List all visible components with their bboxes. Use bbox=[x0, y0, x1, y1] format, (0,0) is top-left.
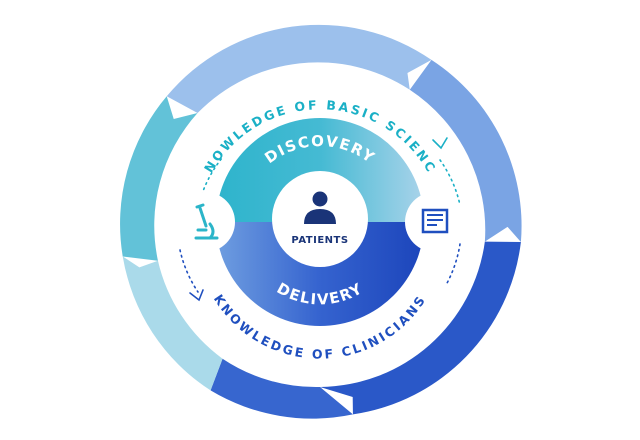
patients-center: PATIENTS bbox=[272, 171, 368, 267]
dotted-arc-right-bottom bbox=[445, 243, 461, 286]
right-node bbox=[405, 192, 465, 252]
dotted-arc-left-bottom bbox=[179, 249, 199, 293]
outer-cycle-ring bbox=[120, 24, 522, 419]
ring-segment-bottom bbox=[210, 358, 353, 419]
patients-label: PATIENTS bbox=[291, 235, 348, 246]
left-node bbox=[175, 192, 235, 252]
top-dotted-arrows bbox=[199, 137, 461, 206]
arrowhead-left-bottom bbox=[189, 289, 204, 302]
ring-segment-bottom-right bbox=[320, 241, 521, 415]
ring-segment-left bbox=[120, 96, 198, 261]
dotted-arc-right-top bbox=[439, 159, 461, 206]
ring-segment-top bbox=[166, 24, 432, 114]
person-icon bbox=[304, 191, 336, 224]
ring-segment-top-right bbox=[409, 59, 522, 242]
right-node-circle bbox=[405, 192, 465, 252]
inner-disc bbox=[216, 118, 424, 326]
dotted-arc-left-top bbox=[199, 157, 223, 201]
discovery-half bbox=[216, 118, 424, 222]
ring-segment-bottom-left bbox=[122, 256, 223, 391]
document-icon bbox=[421, 208, 449, 234]
arrowhead-right-top bbox=[432, 137, 448, 150]
delivery-half bbox=[216, 222, 424, 326]
microscope-icon bbox=[194, 203, 219, 240]
bottom-dotted-arrows bbox=[179, 243, 461, 302]
